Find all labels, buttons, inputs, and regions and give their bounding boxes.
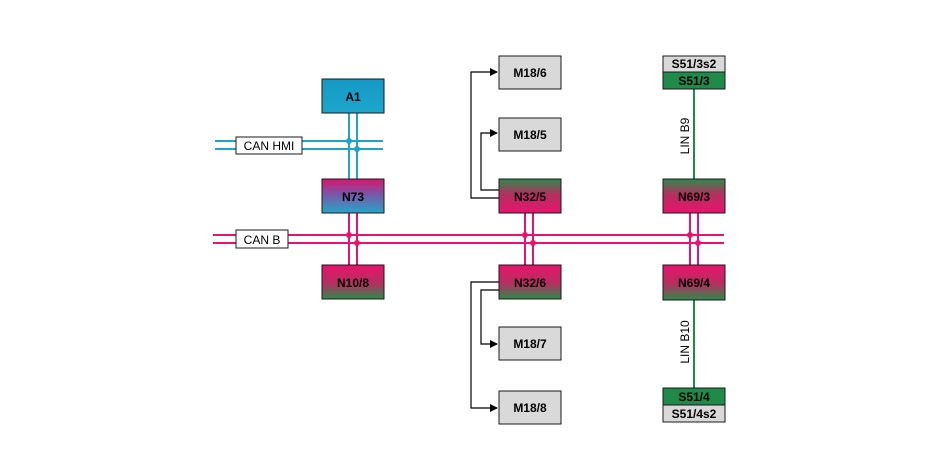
module-s51-3-label: S51/3 [678, 74, 710, 88]
module-n10-8-label: N10/8 [337, 276, 369, 290]
module-a1[interactable]: A1 [321, 78, 385, 114]
n32-6-connectors [470, 281, 499, 412]
module-m18-6-label: M18/6 [513, 66, 547, 80]
module-m18-7-label: M18/7 [513, 337, 547, 351]
module-s51-3s2-label: S51/3s2 [672, 57, 717, 71]
module-n69-3-label: N69/3 [678, 190, 710, 204]
module-n32-6-label: N32/6 [514, 276, 546, 290]
module-s51-4s2-label: S51/4s2 [672, 407, 717, 421]
module-m18-8[interactable]: M18/8 [498, 390, 562, 425]
module-s51-4[interactable]: S51/4 [662, 387, 726, 406]
can-b-label-text: CAN B [244, 233, 281, 247]
module-a1-label: A1 [345, 90, 361, 104]
lin-b9-label: LIN B9 [678, 117, 692, 154]
module-s51-4-label: S51/4 [678, 390, 710, 404]
module-n32-6[interactable]: N32/6 [498, 264, 562, 300]
module-n32-5-label: N32/5 [514, 190, 546, 204]
module-s51-4s2[interactable]: S51/4s2 [662, 404, 726, 423]
can-b-label: CAN B [235, 229, 289, 249]
module-n32-5[interactable]: N32/5 [498, 178, 562, 214]
module-s51-3[interactable]: S51/3 [662, 71, 726, 90]
module-n73-label: N73 [342, 190, 364, 204]
module-m18-8-label: M18/8 [513, 401, 547, 415]
module-m18-6[interactable]: M18/6 [498, 55, 562, 90]
module-n69-4[interactable]: N69/4 [662, 264, 726, 301]
module-n69-4-label: N69/4 [678, 276, 710, 290]
lin-b9-line: LIN B9 [678, 89, 695, 179]
can-hmi-label-text: CAN HMI [244, 139, 295, 153]
lin-b10-label: LIN B10 [678, 320, 692, 364]
lin-b10-line: LIN B10 [678, 300, 695, 388]
module-s51-3s2[interactable]: S51/3s2 [662, 55, 726, 73]
can-b-bus [213, 213, 724, 265]
module-m18-7[interactable]: M18/7 [498, 326, 562, 361]
module-n10-8[interactable]: N10/8 [321, 264, 385, 300]
module-n73[interactable]: N73 [321, 178, 385, 214]
n32-5-connectors [470, 68, 499, 199]
module-n69-3[interactable]: N69/3 [662, 178, 726, 214]
can-hmi-label: CAN HMI [235, 136, 303, 155]
module-m18-5-label: M18/5 [513, 128, 547, 142]
module-m18-5[interactable]: M18/5 [498, 117, 562, 152]
